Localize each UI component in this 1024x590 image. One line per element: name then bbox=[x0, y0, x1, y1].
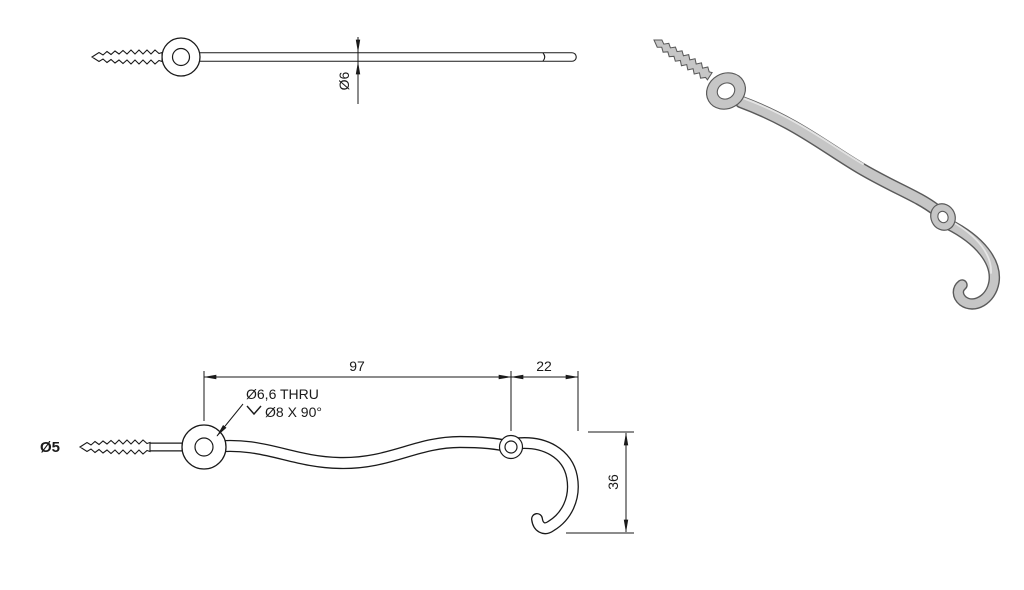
side-shaft-tip-line bbox=[542, 52, 546, 62]
front-boss-hole bbox=[504, 440, 518, 454]
front-screw-thread bbox=[79, 439, 151, 455]
iso-eye bbox=[705, 72, 747, 110]
iso-boss-hole bbox=[937, 210, 949, 224]
side-screw-thread bbox=[91, 49, 163, 65]
dim-text-shaft-diameter: Ø6 bbox=[336, 71, 352, 90]
hole-callout-line2: Ø8 X 90° bbox=[265, 404, 322, 420]
iso-hook-highlight bbox=[950, 220, 992, 274]
dim-text-center-distance: 97 bbox=[349, 358, 365, 374]
front-eye-hole bbox=[194, 437, 214, 457]
hole-callout-line1: Ø6,6 THRU bbox=[246, 386, 319, 402]
isometric-view bbox=[649, 33, 1001, 310]
iso-screw-thread bbox=[649, 33, 714, 83]
dim-text-hook-overhang: 22 bbox=[536, 358, 552, 374]
iso-hook-body bbox=[943, 219, 999, 309]
countersink-icon bbox=[246, 405, 262, 416]
dim-text-screw-diameter: Ø5 bbox=[40, 439, 60, 456]
front-view bbox=[79, 424, 579, 535]
dim-text-hook-height: 36 bbox=[605, 474, 621, 490]
leader-line-hole-callout bbox=[216, 403, 244, 437]
front-hook-fill bbox=[507, 438, 578, 533]
side-eye-hole bbox=[171, 47, 191, 67]
dimension-texts: Ø6 Ø5 97 22 36 Ø6,6 THRU Ø8 X 90° bbox=[40, 71, 621, 489]
side-view bbox=[91, 37, 577, 77]
iso-shaft-body bbox=[736, 97, 941, 215]
iso-eye-hole bbox=[716, 82, 736, 100]
iso-shaft-highlight bbox=[742, 97, 864, 165]
iso-boss bbox=[930, 203, 956, 231]
front-shaft-fill bbox=[207, 437, 516, 468]
dimension-annotations bbox=[203, 37, 634, 534]
